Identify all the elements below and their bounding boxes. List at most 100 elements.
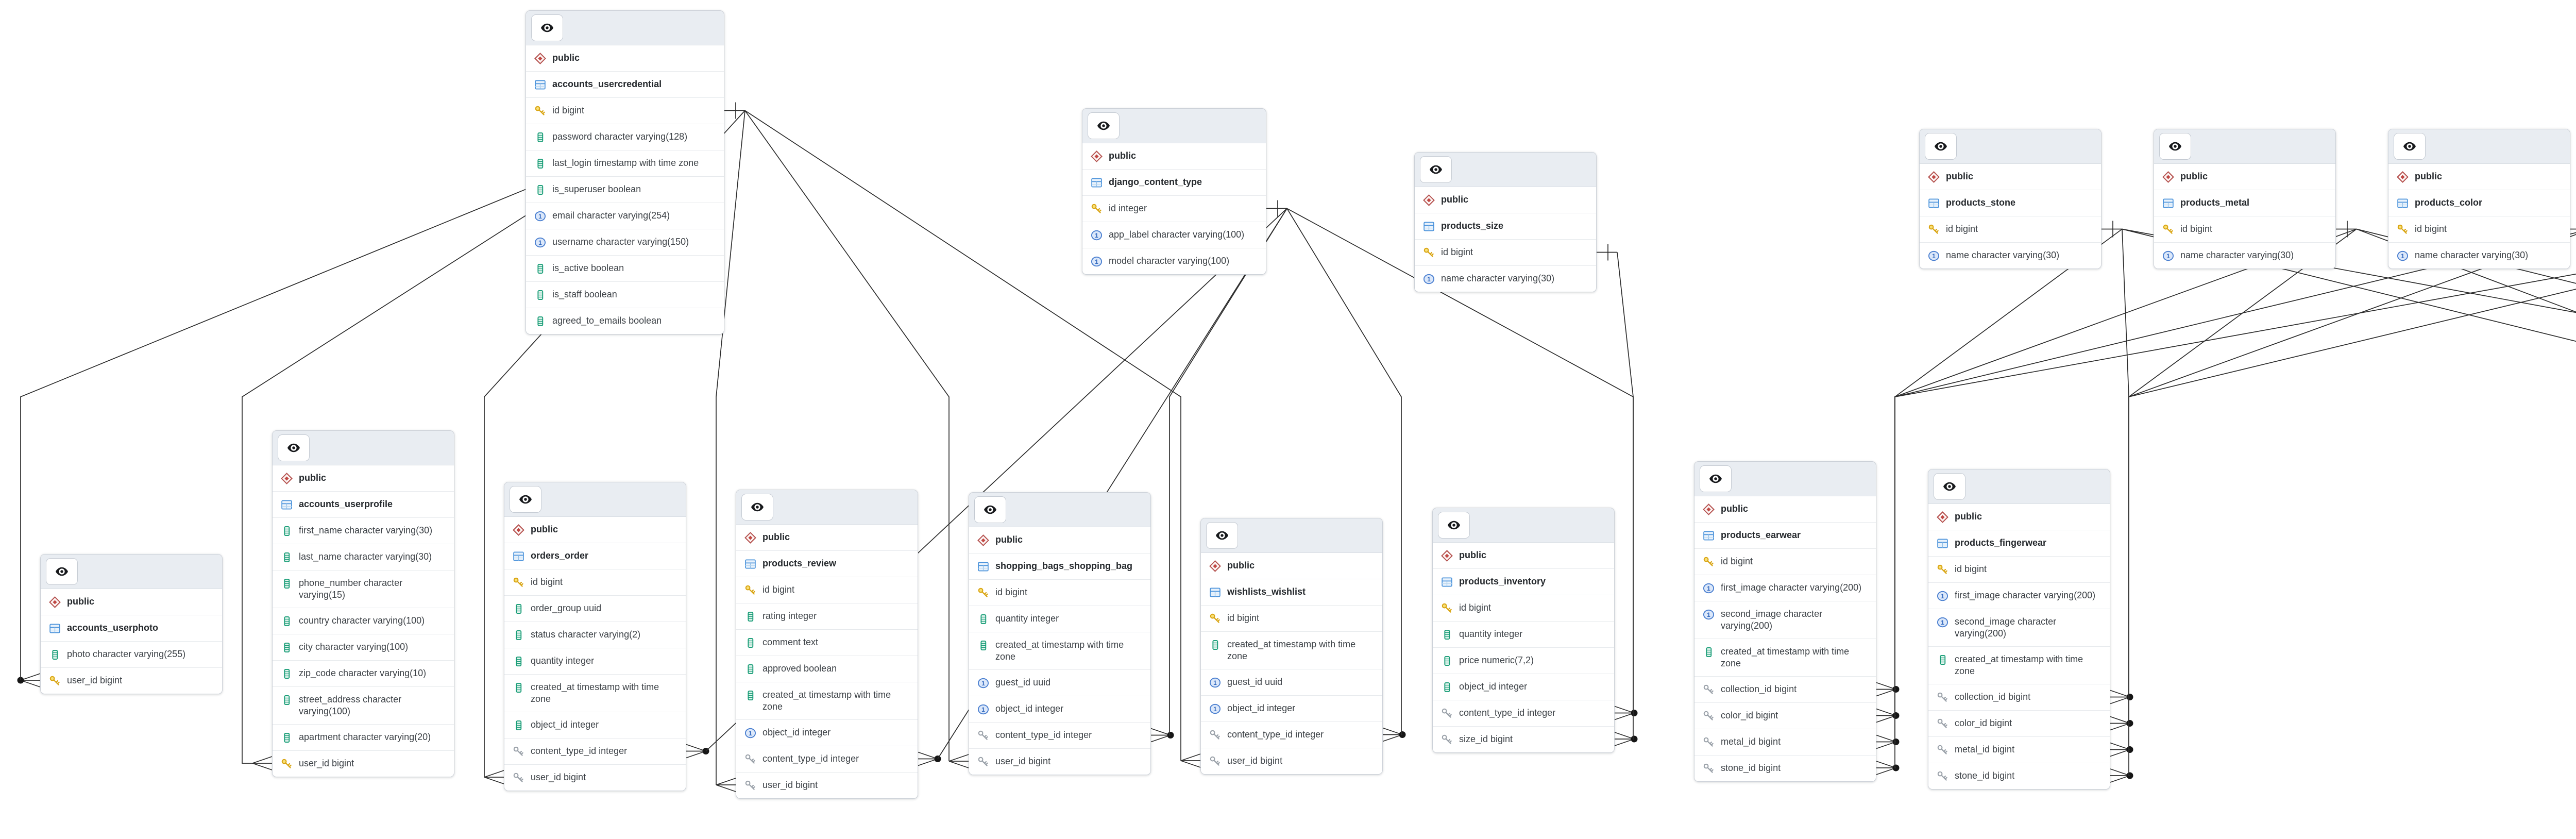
foreign-key-icon [978,757,988,766]
column-row-quantity: quantity integer [504,648,686,675]
unique-one-icon: 1 [534,211,546,221]
schema-icon [1927,171,1940,183]
eye-icon [984,505,996,514]
table-icon [744,559,756,569]
column-row-zip_code-label: zip_code character varying(10) [299,668,427,678]
visibility-toggle-button[interactable] [278,434,310,461]
column-row-id-label: id bigint [531,577,563,587]
visibility-toggle-button[interactable] [1934,473,1965,500]
column-row-user_id-label: user_id bigint [531,772,586,782]
table-name-row-label: wishlists_wishlist [1227,586,1306,597]
primary-key-icon [513,577,523,587]
table-name-row-label: products_fingerwear [1955,538,2047,548]
column-row-metal_id-label: metal_id bigint [1721,736,1781,747]
column-row-id: id bigint [736,577,918,603]
column-row-name-label: name character varying(30) [2415,250,2529,260]
visibility-toggle-button[interactable] [46,558,78,585]
column-icon [52,649,58,660]
table-card-header [736,490,918,525]
column-row-id-label: id bigint [1946,224,1978,234]
visibility-toggle-button[interactable] [974,496,1006,523]
column-row-app_label-label: app_label character varying(100) [1109,229,1245,240]
column-row-approved-label: approved boolean [762,663,837,674]
table-name-row-label: products_metal [2180,197,2250,208]
eye-icon [1709,474,1722,483]
column-row-last_login: last_login timestamp with time zone [526,150,724,177]
visibility-toggle-button[interactable] [510,486,541,513]
svg-text:1: 1 [1095,258,1098,265]
column-row-content_type_id-label: content_type_id integer [1227,729,1324,740]
schema-row: public [1928,504,2110,530]
svg-text:1: 1 [1213,679,1217,686]
column-row-quantity-label: quantity integer [1459,629,1523,639]
column-row-color_id: color_id bigint [1694,703,1876,729]
column-icon [747,637,753,648]
column-icon [1939,655,1945,665]
foreign-key-icon [1937,771,1947,781]
column-row-content_type_id-label: content_type_id integer [1459,708,1556,718]
visibility-toggle-button[interactable] [2159,133,2191,160]
column-row-id: id bigint [1920,216,2101,243]
column-row-order_group: order_group uuid [504,596,686,622]
column-row-user_id-label: user_id bigint [762,780,818,790]
column-row-photo-label: photo character varying(255) [67,649,186,659]
table-name-row: wishlists_wishlist [1201,579,1382,606]
visibility-toggle-button[interactable] [1925,133,1957,160]
column-row-created_at-label: created_at timestamp with time zone [1721,646,1850,668]
column-row-content_type_id-label: content_type_id integer [995,730,1092,740]
column-row-user_id: user_id bigint [504,765,686,791]
column-row-id-label: id bigint [1459,602,1492,613]
eye-icon [1216,531,1228,540]
column-icon [515,682,521,693]
visibility-toggle-button[interactable] [1438,512,1470,539]
schema-row-label: public [1946,171,1973,181]
column-row-user_id: user_id bigint [969,749,1150,775]
visibility-toggle-button[interactable] [1088,112,1120,139]
column-row-street_address: street_address character varying(100) [273,687,454,725]
schema-row-label: public [1459,550,1486,560]
table-name-row-label: orders_order [531,550,589,561]
visibility-toggle-button[interactable] [1420,156,1452,183]
schema-icon [1936,511,1948,523]
column-row-country-label: country character varying(100) [299,615,425,626]
table-name-row: orders_order [504,543,686,569]
column-row-is_staff-label: is_staff boolean [552,289,617,299]
visibility-toggle-button[interactable] [1700,465,1732,492]
column-row-price: price numeric(7,2) [1433,648,1614,674]
visibility-toggle-button[interactable] [2394,133,2426,160]
column-row-status-label: status character varying(2) [531,629,641,640]
visibility-toggle-button[interactable] [741,494,773,521]
eye-icon [2169,142,2181,151]
visibility-toggle-button[interactable] [531,14,563,41]
column-row-id: id bigint [1415,240,1596,266]
table-icon [977,561,989,572]
column-row-content_type_id: content_type_id integer [1201,722,1382,748]
table-icon [1928,198,1939,208]
column-icon [283,642,290,652]
table-name-row: products_color [2388,190,2570,216]
eye-icon [519,495,532,504]
schema-row: public [273,465,454,492]
column-icon [537,158,543,169]
visibility-toggle-button[interactable] [1206,522,1238,549]
column-row-created_at: created_at timestamp with time zone [1694,639,1876,677]
column-icon [515,603,521,614]
unique-one-icon: 1 [1703,583,1714,593]
